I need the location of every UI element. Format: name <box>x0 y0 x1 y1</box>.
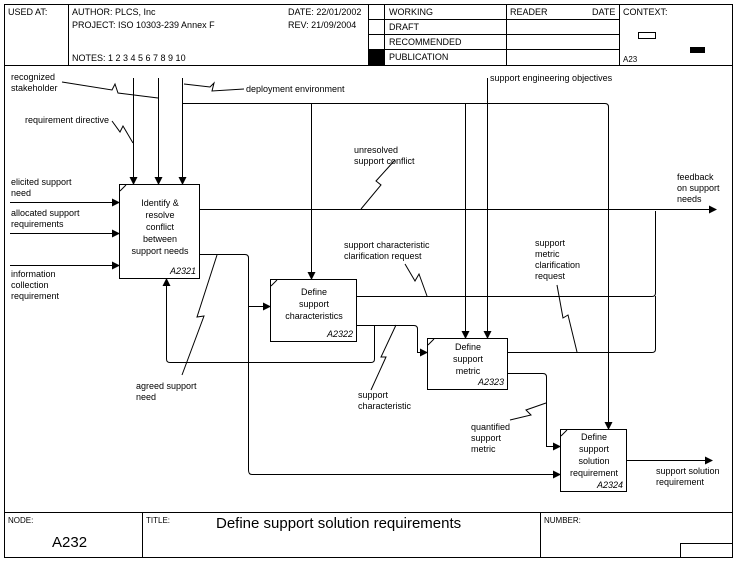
status-recommended: RECOMMENDED <box>389 37 462 47</box>
context-label: CONTEXT: <box>623 7 668 17</box>
node-value: A232 <box>52 534 88 551</box>
box-A2324-number: A2324 <box>597 480 624 490</box>
leader-agreed-support-need <box>181 254 218 376</box>
leader-unresolved-support-conflict <box>360 159 396 210</box>
box-A2321 <box>119 184 200 279</box>
project-field: PROJECT: ISO 10303-239 Annex F <box>72 20 215 30</box>
reader-label: READER <box>510 7 548 17</box>
leader-support-metric-clarification <box>556 284 578 353</box>
title-label: TITLE: <box>146 516 171 525</box>
label-deployment-environment: deployment environment <box>246 84 345 94</box>
number-label: NUMBER: <box>544 516 581 525</box>
leader-support-characteristic-clarification <box>404 263 428 297</box>
reader-date-label: DATE <box>592 7 616 17</box>
context-highlight-box <box>690 47 705 53</box>
arrow-support-metric-clarification-request <box>507 296 656 353</box>
box-A2323 <box>427 338 508 390</box>
box-A2321-number: A2321 <box>170 266 197 276</box>
leader-requirement-directive <box>111 120 134 144</box>
publication-marker <box>369 50 384 65</box>
box-A2324 <box>560 429 627 492</box>
used-at-label: USED AT: <box>8 7 48 17</box>
arrow-deployment-to-A2324 <box>182 103 613 430</box>
node-label: NODE: <box>8 516 34 525</box>
arrow-support-characteristic <box>356 325 428 357</box>
leader-recognized-stakeholder <box>61 81 159 99</box>
arrow-support-characteristic-clarification-request <box>356 211 656 297</box>
notes-field: NOTES: 1 2 3 4 5 6 7 8 9 10 <box>72 53 186 63</box>
label-support-engineering-objectives: support engineering objectives <box>490 73 613 83</box>
leader-support-characteristic <box>370 324 397 391</box>
status-publication: PUBLICATION <box>389 52 449 62</box>
diagram-title: Define support solution requirements <box>216 515 462 532</box>
arrow-loop-to-A2321 <box>162 278 375 363</box>
status-draft: DRAFT <box>389 22 419 32</box>
author-field: AUTHOR: PLCS, Inc <box>72 7 156 17</box>
leader-deployment-environment <box>183 81 245 92</box>
leader-quantified-support-metric <box>509 402 547 421</box>
arrow-agreed-support-need-to-A2324 <box>199 254 561 479</box>
context-node: A23 <box>623 55 638 64</box>
arrow-quantified-support-metric <box>507 373 561 451</box>
box-A2322-number: A2322 <box>327 329 354 339</box>
date-field: DATE: 22/01/2002 <box>288 7 362 17</box>
box-A2322 <box>270 279 357 342</box>
rev-field: REV: 21/09/2004 <box>288 20 357 30</box>
box-A2323-number: A2323 <box>478 377 505 387</box>
status-working: WORKING <box>389 7 433 17</box>
label-requirement-directive: requirement directive <box>25 115 110 125</box>
